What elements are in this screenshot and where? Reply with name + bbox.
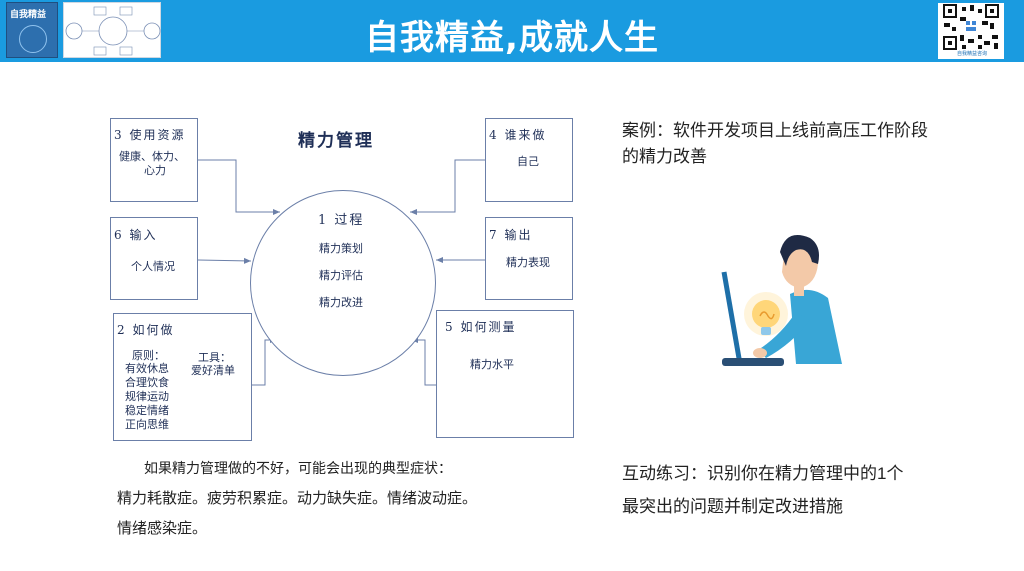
box-measure-line: 精力水平 xyxy=(470,358,514,371)
process-item: 精力策划 xyxy=(319,242,363,255)
box-resources-line: 健康、体力、 xyxy=(119,150,185,163)
book-cover-image: 自我精益 xyxy=(6,2,58,58)
box-who-title: 4 谁来做 xyxy=(489,128,547,142)
symptoms-line: 情绪感染症。 xyxy=(117,519,208,537)
exercise-line: 互动练习：识别你在精力管理中的1个 xyxy=(622,464,904,483)
symptoms-intro: 如果精力管理做的不好，可能会出现的典型症状： xyxy=(144,461,452,477)
qr-caption: 自我精益咨询 xyxy=(956,51,987,57)
case-line: 案例：软件开发项目上线前高压工作阶段 xyxy=(622,121,928,140)
box-how-principles-label: 原则： xyxy=(132,349,165,362)
case-line: 的精力改善 xyxy=(622,147,707,166)
box-how-tools-label: 工具： xyxy=(198,351,231,364)
box-measure-title: 5 如何测量 xyxy=(445,320,517,334)
exercise-line: 最突出的问题并制定改进措施 xyxy=(622,497,843,516)
box-how-principle: 规律运动 xyxy=(125,390,169,403)
box-input-line: 个人情况 xyxy=(131,260,175,273)
symptoms-line: 精力耗散症。疲劳积累症。动力缺失症。情绪波动症。 xyxy=(117,489,478,507)
box-resources-title: 3 使用资源 xyxy=(114,128,186,142)
book-title: 自我精益 xyxy=(10,10,47,20)
page-title: 自我精益,成就人生 xyxy=(365,18,659,58)
box-how-tools: 爱好清单 xyxy=(191,364,235,377)
box-input: 6 输入 个人情况 xyxy=(110,217,198,300)
box-resources-line: 心力 xyxy=(144,164,166,177)
box-output-line: 精力表现 xyxy=(506,256,550,269)
box-how-principle: 合理饮食 xyxy=(125,376,169,389)
box-measure: 5 如何测量 精力水平 xyxy=(436,310,574,438)
process-circle xyxy=(250,190,436,376)
box-input-title: 6 输入 xyxy=(114,228,158,242)
box-output: 7 输出 精力表现 xyxy=(485,217,573,300)
process-item: 精力评估 xyxy=(319,269,363,282)
header-bar: 自我精益 自我精益,成就人生 xyxy=(0,0,1024,62)
process-title: 1 过程 xyxy=(318,213,365,228)
box-how: 2 如何做 原则： 有效休息 合理饮食 规律运动 稳定情绪 正向思维 工具： 爱… xyxy=(113,313,252,441)
box-who: 4 谁来做 自己 xyxy=(485,118,573,202)
thinking-person-illustration xyxy=(721,235,842,366)
diagram-title: 精力管理 xyxy=(298,131,374,151)
box-who-line: 自己 xyxy=(517,155,539,168)
book-cover-graphic xyxy=(19,25,47,53)
mini-diagram-image xyxy=(63,2,161,58)
box-how-title: 2 如何做 xyxy=(117,323,175,337)
box-resources: 3 使用资源 健康、体力、 心力 xyxy=(110,118,198,202)
box-how-principle: 有效休息 xyxy=(125,362,169,375)
box-how-principle: 正向思维 xyxy=(125,418,169,431)
qr-code-image xyxy=(938,3,1004,59)
process-item: 精力改进 xyxy=(319,296,363,309)
box-output-title: 7 输出 xyxy=(489,228,533,242)
box-how-principle: 稳定情绪 xyxy=(125,404,169,417)
